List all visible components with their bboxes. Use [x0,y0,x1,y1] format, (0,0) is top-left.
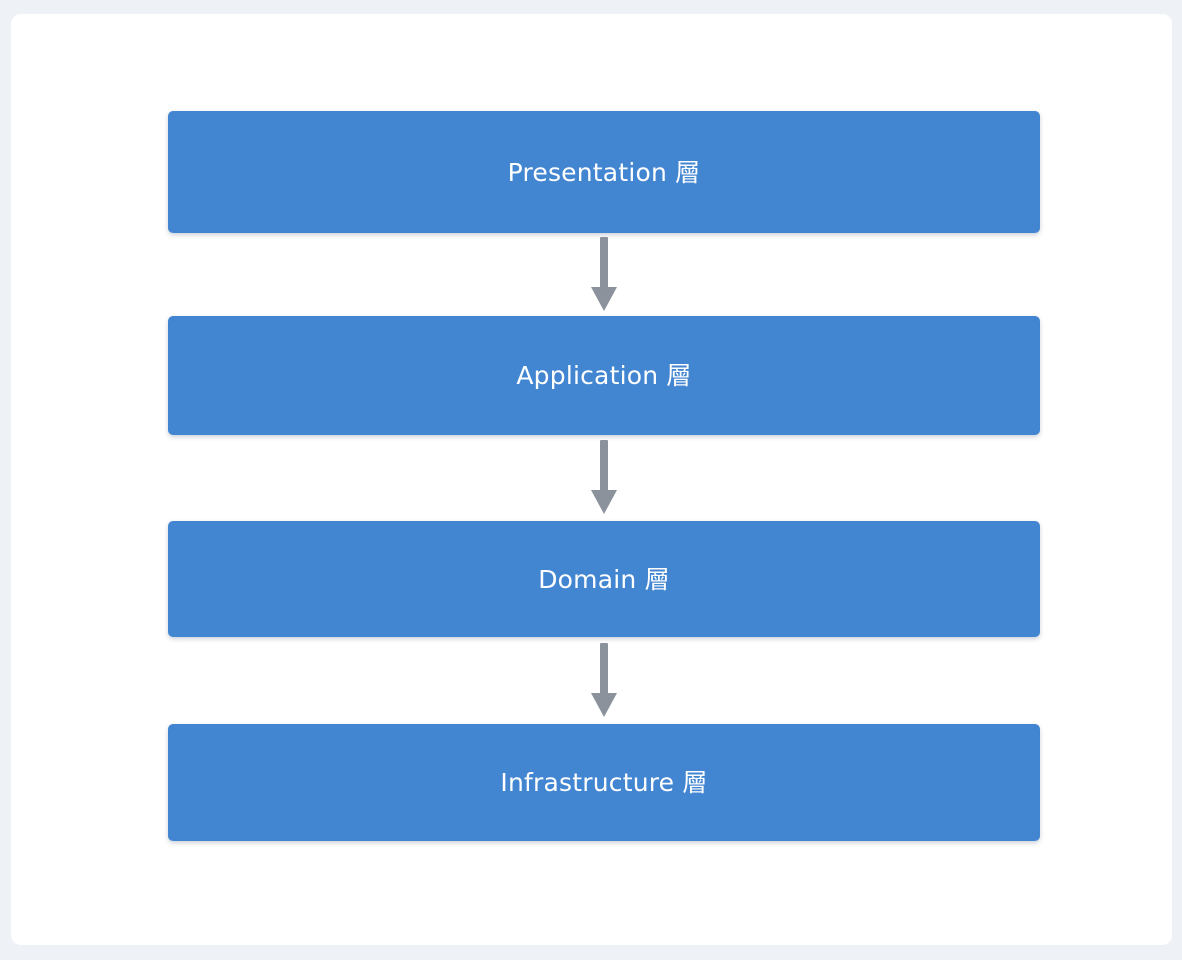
edge-domain-to-infrastructure [157,637,1050,724]
arrow-down-icon [590,642,617,717]
diagram-card: Presentation 層 Application 層 Domain 層 [11,14,1172,945]
node-label-infrastructure: Infrastructure 層 [500,768,708,797]
node-label-domain: Domain 層 [538,564,670,594]
node-label-application: Application 層 [516,361,692,390]
layer-node-presentation[interactable]: Presentation 層 [168,111,1040,233]
node-box-infrastructure[interactable]: Infrastructure 層 [168,724,1040,841]
node-label-presentation: Presentation 層 [507,157,701,187]
layer-node-application[interactable]: Application 層 [168,316,1040,435]
edge-presentation-to-application [157,233,1050,316]
node-box-domain[interactable]: Domain 層 [168,521,1040,637]
node-box-application[interactable]: Application 層 [168,316,1040,435]
arrow-down-icon [590,236,617,311]
layer-architecture-diagram: Presentation 層 Application 層 Domain 層 [157,97,1050,855]
arrow-down-icon [590,440,617,514]
layer-node-infrastructure[interactable]: Infrastructure 層 [168,724,1040,841]
node-box-presentation[interactable]: Presentation 層 [168,111,1040,233]
layer-node-domain[interactable]: Domain 層 [168,521,1040,637]
edge-application-to-domain [157,435,1050,521]
